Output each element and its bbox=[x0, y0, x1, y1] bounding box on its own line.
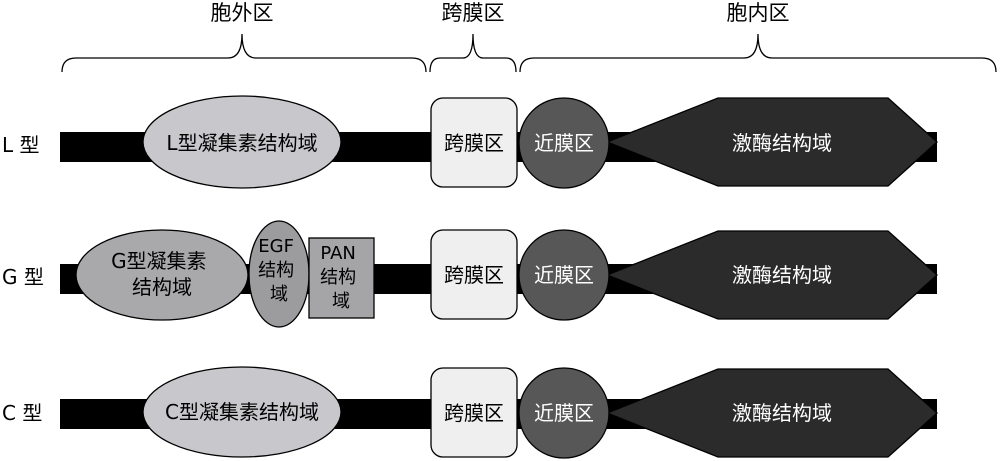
egf-label-line: 结构 bbox=[258, 260, 294, 281]
juxtamembrane-domain bbox=[518, 97, 610, 189]
region-label-intracellular: 胞内区 bbox=[727, 1, 790, 25]
region-label-extracellular: 胞外区 bbox=[211, 1, 274, 25]
brace-intracellular bbox=[519, 33, 997, 73]
kinase-domain-label: 激酶结构域 bbox=[732, 131, 832, 155]
kinase-domain bbox=[605, 368, 938, 458]
type-label: C 型 bbox=[2, 401, 42, 425]
row-c-type: C 型 C型凝集素结构域 跨膜区 激酶结构域 近膜区 bbox=[2, 366, 938, 459]
transmembrane-domain bbox=[430, 367, 518, 458]
row-l-type: L 型 L型凝集素结构域 跨膜区 激酶结构域 近膜区 bbox=[2, 95, 938, 189]
type-label: G 型 bbox=[2, 265, 44, 289]
egf-label-line: 域 bbox=[270, 284, 288, 305]
juxtamembrane-domain bbox=[518, 367, 610, 459]
pan-label-line: PAN bbox=[320, 243, 355, 264]
juxtamembrane-domain-label: 近膜区 bbox=[534, 401, 594, 425]
transmembrane-domain bbox=[430, 229, 518, 320]
kinase-domain-label: 激酶结构域 bbox=[732, 263, 832, 287]
transmembrane-domain-label: 跨膜区 bbox=[444, 131, 504, 155]
c-lectin-label-line: C型凝集素结构域 bbox=[165, 400, 319, 424]
kinase-domain-label: 激酶结构域 bbox=[732, 401, 832, 425]
juxtamembrane-domain-label: 近膜区 bbox=[534, 263, 594, 287]
pan-domain bbox=[308, 237, 375, 319]
g-lectin-label-line: 结构域 bbox=[132, 275, 192, 299]
egf-label-line: EGF bbox=[258, 236, 294, 257]
l-lectin-domain-label: L型凝集素结构域 bbox=[166, 131, 317, 155]
pan-domain-label: PAN 结构 域 bbox=[320, 243, 362, 312]
type-label: L 型 bbox=[2, 133, 40, 157]
juxtamembrane-domain-label: 近膜区 bbox=[534, 131, 594, 155]
c-lectin-domain-label: C型凝集素结构域 bbox=[165, 400, 319, 424]
transmembrane-domain-label: 跨膜区 bbox=[444, 401, 504, 425]
c-lectin-domain bbox=[142, 366, 342, 458]
brace-transmembrane bbox=[429, 33, 517, 73]
row-g-type: G 型 G型凝集素 结构域 EGF 结构 域 PAN 结构 域 跨膜区 激酶结构… bbox=[2, 220, 938, 328]
transmembrane-domain bbox=[430, 97, 518, 188]
kinase-domain bbox=[605, 230, 938, 320]
g-lectin-domain-label: G型凝集素 结构域 bbox=[111, 249, 213, 299]
l-lectin-label-line: L型凝集素结构域 bbox=[166, 131, 317, 155]
region-label-transmembrane: 跨膜区 bbox=[442, 1, 505, 25]
pan-label-line: 域 bbox=[332, 291, 350, 312]
brace-extracellular bbox=[61, 33, 427, 73]
pan-label-line: 结构 bbox=[320, 267, 356, 288]
juxtamembrane-domain bbox=[518, 229, 610, 321]
l-lectin-domain bbox=[142, 95, 342, 189]
egf-domain-label: EGF 结构 域 bbox=[258, 236, 300, 305]
g-lectin-domain bbox=[75, 229, 249, 321]
kinase-domain bbox=[605, 97, 938, 187]
transmembrane-domain-label: 跨膜区 bbox=[444, 263, 504, 287]
g-lectin-label-line: G型凝集素 bbox=[111, 249, 207, 273]
